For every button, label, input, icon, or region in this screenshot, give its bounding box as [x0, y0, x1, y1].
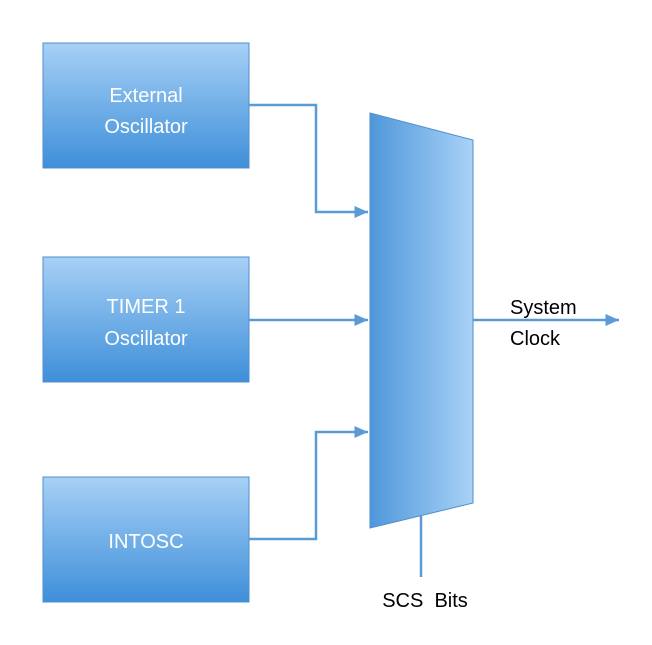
source-block-external-oscillator: External Oscillator: [42, 42, 250, 169]
output-label-line: System: [510, 297, 577, 319]
source-label-line: External: [109, 85, 182, 107]
source-label-line: TIMER 1: [107, 296, 186, 318]
source-box: [42, 256, 250, 383]
source-label-line: INTOSC: [108, 531, 183, 553]
source-label-line: Oscillator: [104, 328, 188, 350]
multiplexer: [369, 112, 474, 529]
source-box: [42, 476, 250, 603]
source-box: [42, 42, 250, 169]
source-block-intosc: INTOSC: [42, 476, 250, 603]
output-label-line: Clock: [510, 328, 561, 350]
wire-intosc-to-mux: [249, 426, 368, 541]
select-label: SCS Bits: [382, 590, 468, 612]
wire-external-oscillator-to-mux: [249, 103, 368, 218]
source-label-line: Oscillator: [104, 116, 188, 138]
source-block-timer1-oscillator: TIMER 1 Oscillator: [42, 256, 250, 383]
